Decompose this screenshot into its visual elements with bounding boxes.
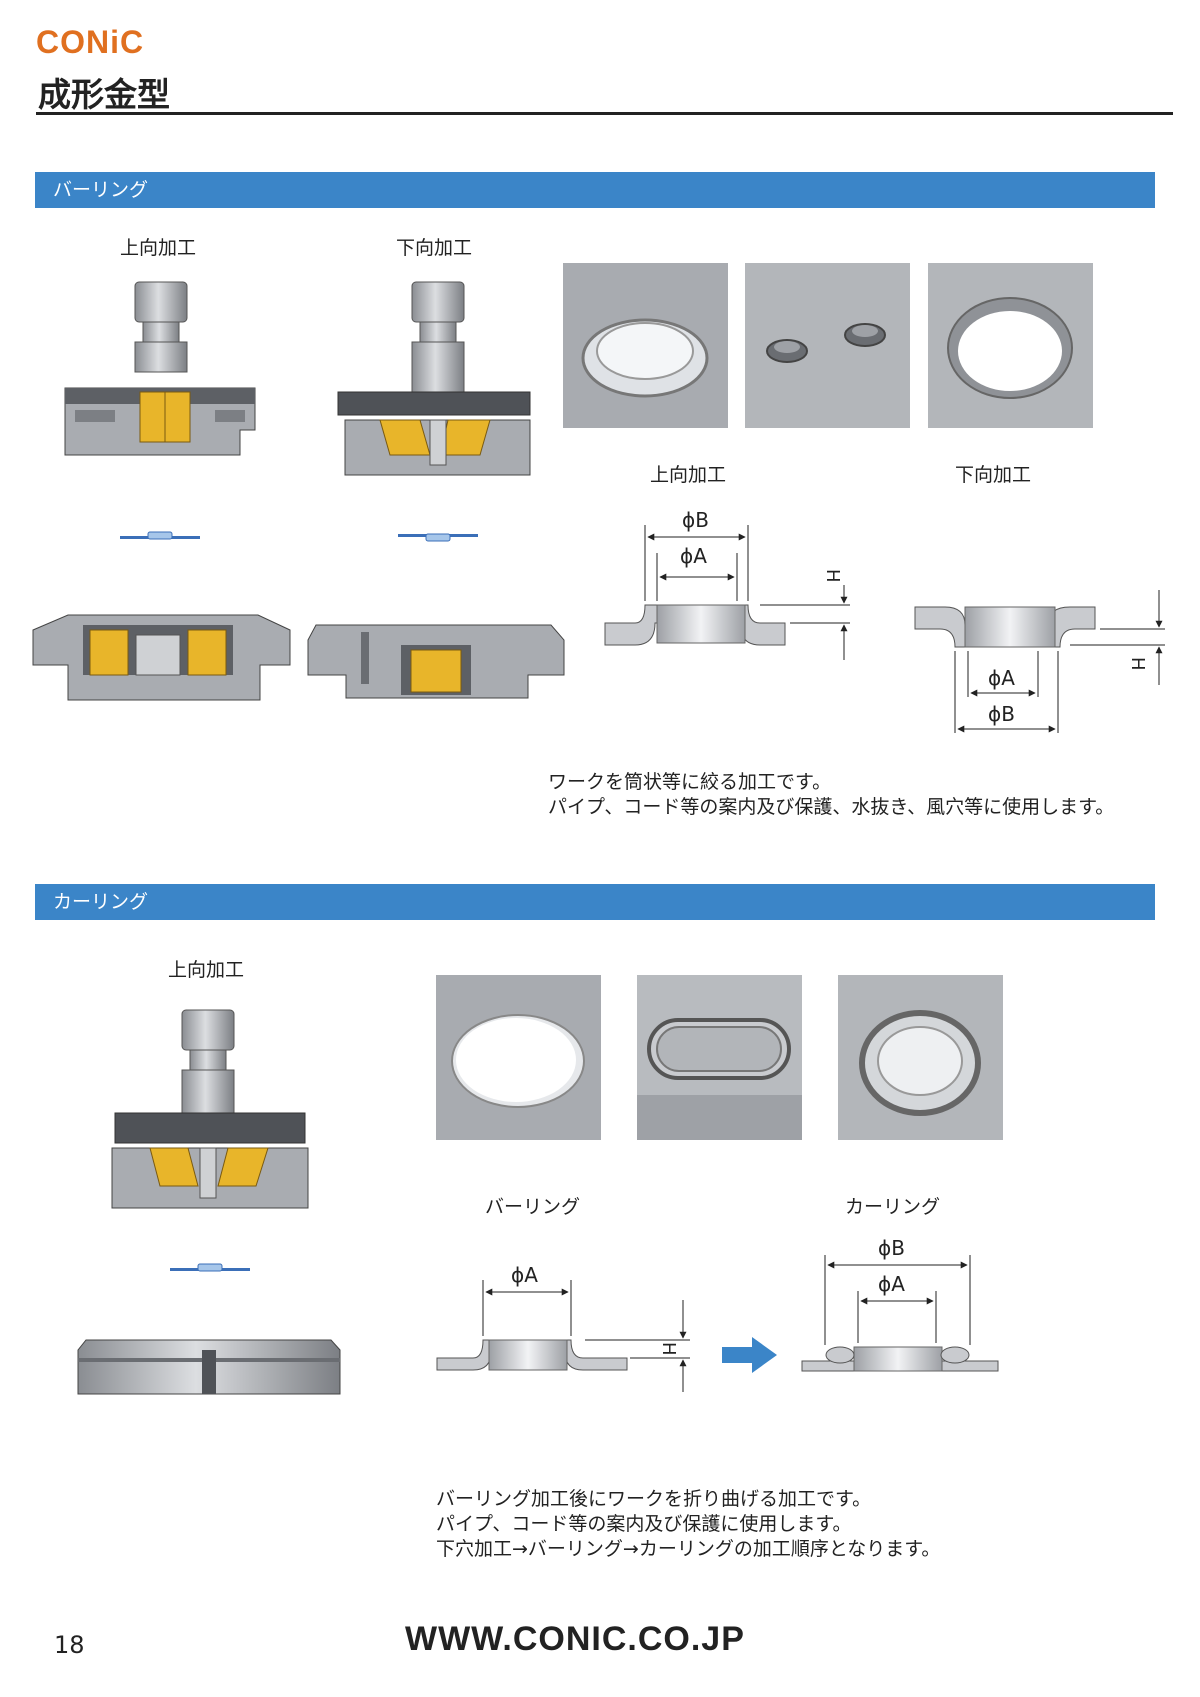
dimension-diagram-curling-stage: ϕB ϕA [801,1236,999,1372]
dimension-diagram-downward: ϕA ϕB H [914,590,1165,733]
downward-die-base-illustration [307,624,565,699]
dimension-diagram-upward: ϕB ϕA H [604,508,850,660]
dim-label-h-down: H [1127,657,1148,671]
photo-caption-upward: 上向加工 [650,464,727,486]
dim-label-phi-b-down: ϕB [988,702,1015,726]
upward-die-base-illustration [32,614,291,701]
section-band-burring: バーリング [35,172,1155,208]
process-arrow-icon [722,1337,777,1373]
downward-punch-illustration [337,281,531,476]
curl-dim-label-phi-b: ϕB [878,1236,905,1260]
curling-die-base-illustration [77,1339,341,1395]
page-number: 18 [54,1631,85,1659]
photo-upward-burr-sample-1 [563,263,728,428]
workpiece-icon-upward [120,531,200,540]
section-band-curling: カーリング [35,884,1155,920]
workpiece-icon-downward [398,533,478,542]
photo-upward-burr-sample-2 [745,263,910,428]
photo-caption-downward: 下向加工 [955,464,1032,486]
upward-punch-illustration [64,281,256,456]
curl-dim-label-h: H [658,1342,679,1356]
dimension-diagram-burring-stage: ϕA H [436,1263,690,1392]
dim-label-h: H [822,569,843,583]
die-label-downward: 下向加工 [396,237,473,259]
burring-description: ワークを筒状等に絞る加工です。 パイプ、コード等の案内及び保護、水抜き、風穴等に… [548,771,1115,818]
curling-punch-illustration [111,1009,309,1209]
stage-caption-burring: バーリング [485,1196,581,1218]
page-title: 成形金型 [38,75,170,114]
curl-dim-label-phi-a-2: ϕA [878,1272,905,1296]
photo-downward-burr-sample [928,263,1093,428]
brand-logo: CONiC [36,24,145,60]
die-label-upward: 上向加工 [120,237,197,259]
curling-die-label-upward: 上向加工 [168,959,245,981]
title-rule [36,112,1173,115]
stage-caption-curling: カーリング [845,1196,941,1218]
photo-curling-pierced-hole [436,975,601,1140]
curling-description: バーリング加工後にワークを折り曲げる加工です。 パイプ、コード等の案内及び保護に… [436,1488,941,1560]
dim-label-phi-a: ϕA [680,544,707,568]
dim-label-phi-a-down: ϕA [988,666,1015,690]
curling-workpiece-icon [170,1263,250,1272]
photo-curling-oblong [637,975,802,1140]
website-url[interactable]: WWW.CONIC.CO.JP [405,1620,745,1658]
dim-label-phi-b: ϕB [682,508,709,532]
curl-dim-label-phi-a-1: ϕA [511,1263,538,1287]
photo-curling-sample [838,975,1003,1140]
